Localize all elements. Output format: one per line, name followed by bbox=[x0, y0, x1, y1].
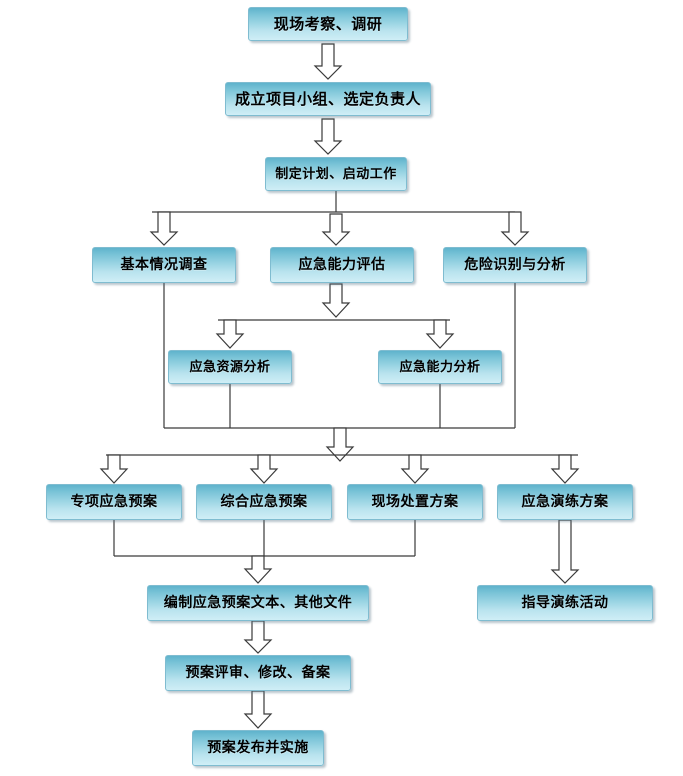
arrow-n12-n14 bbox=[550, 519, 580, 584]
flow-node-n13[interactable]: 编制应急预案文本、其他文件 bbox=[147, 585, 369, 621]
flow-node-label: 现场处置方案 bbox=[371, 494, 459, 510]
flow-node-label: 应急资源分析 bbox=[189, 359, 271, 375]
flow-node-n8[interactable]: 应急能力分析 bbox=[378, 350, 502, 384]
arrow-fanout-n5 bbox=[321, 213, 351, 246]
arrow-fanout-n10 bbox=[249, 454, 279, 484]
flow-node-n5[interactable]: 应急能力评估 bbox=[270, 247, 414, 283]
flow-node-n14[interactable]: 指导演练活动 bbox=[477, 585, 653, 621]
flow-node-n11[interactable]: 现场处置方案 bbox=[347, 484, 483, 520]
flow-node-n2[interactable]: 成立项目小组、选定负责人 bbox=[225, 82, 431, 116]
arrow-n1-n2 bbox=[313, 43, 343, 80]
flow-node-n1[interactable]: 现场考察、调研 bbox=[248, 7, 408, 41]
flow-node-label: 成立项目小组、选定负责人 bbox=[234, 89, 421, 108]
flow-node-n10[interactable]: 综合应急预案 bbox=[196, 484, 332, 520]
flow-node-label: 应急能力分析 bbox=[399, 359, 481, 375]
flow-node-label: 制定计划、启动工作 bbox=[275, 166, 397, 182]
flow-node-label: 现场考察、调研 bbox=[273, 14, 383, 33]
arrow-collector-to-n13 bbox=[243, 555, 273, 584]
flow-node-n4[interactable]: 基本情况调查 bbox=[92, 247, 236, 283]
arrow-n2-n3 bbox=[313, 118, 343, 155]
flow-node-n12[interactable]: 应急演练方案 bbox=[497, 484, 633, 520]
arrow-fanout-n6 bbox=[500, 211, 530, 246]
arrow-n15-n16 bbox=[243, 690, 273, 729]
arrow-fanout-n4 bbox=[149, 211, 179, 246]
arrow-fanout-n12 bbox=[550, 454, 580, 484]
arrow-fanout-n8 bbox=[425, 319, 455, 349]
flow-node-label: 综合应急预案 bbox=[220, 494, 308, 510]
flow-node-n16[interactable]: 预案发布并实施 bbox=[192, 730, 324, 766]
flow-node-label: 应急能力评估 bbox=[298, 257, 386, 273]
flow-node-n9[interactable]: 专项应急预案 bbox=[46, 484, 182, 520]
flow-node-label: 指导演练活动 bbox=[521, 595, 609, 611]
flow-node-label: 预案发布并实施 bbox=[207, 740, 309, 756]
flow-node-n6[interactable]: 危险识别与分析 bbox=[443, 247, 587, 283]
flow-node-n15[interactable]: 预案评审、修改、备案 bbox=[165, 655, 351, 691]
flow-node-n3[interactable]: 制定计划、启动工作 bbox=[265, 157, 407, 191]
arrow-fanout-n9 bbox=[99, 454, 129, 484]
arrow-fanout-n7 bbox=[215, 319, 245, 349]
flow-node-label: 编制应急预案文本、其他文件 bbox=[163, 595, 353, 611]
arrow-n13-n15 bbox=[243, 620, 273, 654]
flow-node-label: 基本情况调查 bbox=[120, 257, 208, 273]
arrow-fanout-n11 bbox=[400, 454, 430, 484]
arrow-collector-to-fanout-row5 bbox=[325, 427, 355, 462]
flow-node-label: 应急演练方案 bbox=[521, 494, 609, 510]
flow-node-n7[interactable]: 应急资源分析 bbox=[168, 350, 292, 384]
flow-node-label: 预案评审、修改、备案 bbox=[185, 665, 331, 681]
flow-node-label: 危险识别与分析 bbox=[464, 257, 566, 273]
flow-node-label: 专项应急预案 bbox=[70, 494, 158, 510]
arrow-n5-to-fanout bbox=[321, 283, 351, 318]
